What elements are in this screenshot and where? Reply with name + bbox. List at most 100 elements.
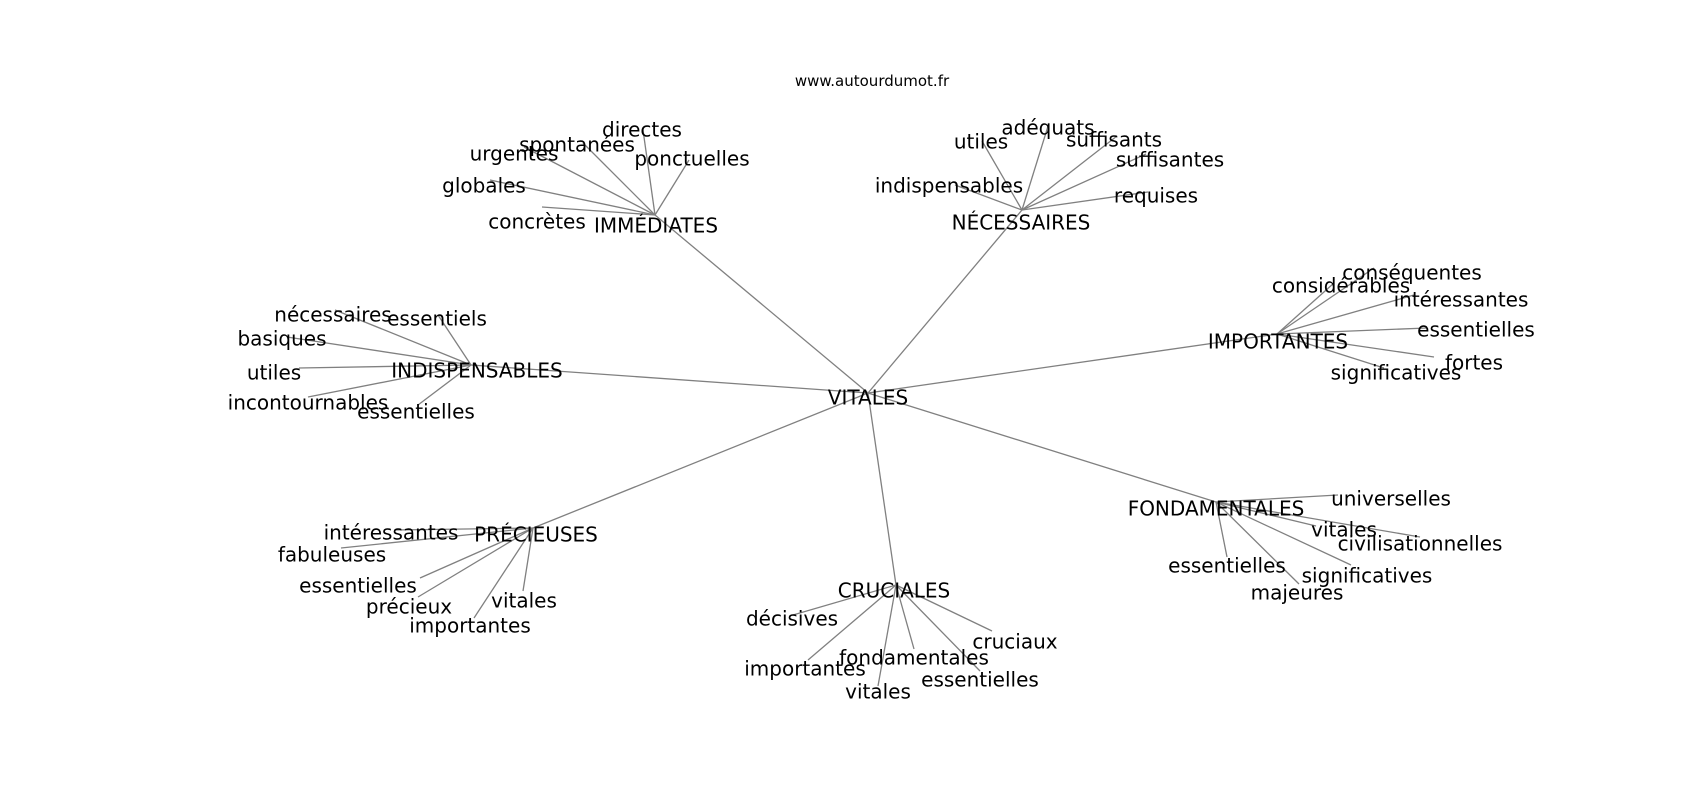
root-edge — [532, 392, 869, 529]
leaf-edge — [1215, 501, 1352, 566]
leaf-node-label: urgentes — [470, 142, 559, 166]
leaf-edge — [895, 584, 981, 672]
leaf-node-label: importantes — [409, 614, 531, 638]
leaf-edge — [1021, 135, 1118, 211]
leaf-node-label: intéressantes — [1394, 288, 1529, 312]
leaf-node-label: conséquentes — [1342, 261, 1482, 285]
group-node-label: NÉCESSAIRES — [952, 211, 1091, 235]
leaf-node-label: vitales — [1311, 518, 1377, 542]
leaf-edge — [877, 584, 897, 687]
leaf-edge — [417, 364, 472, 406]
leaf-node-label: vitales — [845, 680, 911, 704]
leaf-node-label: essentielles — [299, 574, 417, 598]
root-edge — [867, 209, 1023, 394]
leaf-node-label: significatives — [1302, 564, 1433, 588]
edges-layer — [286, 122, 1435, 687]
leaf-node-label: globales — [442, 174, 526, 198]
leaf-edge — [807, 584, 897, 661]
leaf-edge — [1021, 122, 1050, 211]
leaf-node-label: essentielles — [357, 400, 475, 424]
group-node-label: INDISPENSABLES — [391, 359, 562, 383]
leaf-edge — [1276, 267, 1375, 335]
leaf-node-label: importantes — [744, 657, 866, 681]
root-edge — [867, 392, 897, 586]
root-node-label: VITALES — [828, 386, 908, 410]
leaf-node-label: utiles — [247, 361, 301, 385]
leaf-node-label: fondamentales — [839, 646, 989, 670]
labels-layer: VITALES IMMÉDIATES directesspontanéesurgen… — [228, 116, 1535, 704]
group-node-label: IMPORTANTES — [1208, 330, 1348, 354]
leaf-edge — [523, 146, 656, 216]
leaf-edge — [954, 184, 1023, 211]
leaf-node-label: essentiels — [387, 307, 487, 331]
leaf-edge — [334, 309, 472, 366]
leaf-node-label: universelles — [1331, 487, 1451, 511]
leaf-edge — [298, 364, 472, 369]
leaf-node-label: cruciaux — [972, 630, 1057, 654]
leaf-edge — [394, 527, 534, 531]
leaf-node-label: spontanées — [519, 133, 635, 157]
leaf-edge — [1215, 501, 1421, 538]
leaf-node-label: intéressantes — [324, 521, 459, 545]
leaf-node-label: considérables — [1272, 274, 1410, 298]
leaf-node-label: essentielles — [1417, 318, 1535, 342]
leaf-edge — [1215, 501, 1300, 585]
leaf-edge — [437, 314, 472, 366]
root-edge — [654, 214, 869, 394]
leaf-node-label: indispensables — [875, 174, 1023, 198]
leaf-edge — [654, 159, 690, 216]
leaf-node-label: requises — [1114, 184, 1198, 208]
leaf-node-label: décisives — [746, 607, 838, 631]
leaf-edge — [1276, 294, 1415, 335]
leaf-edge — [1276, 327, 1428, 335]
leaf-node-label: concrètes — [488, 210, 586, 234]
leaf-edge — [522, 527, 534, 592]
group-node-label: IMMÉDIATES — [594, 214, 718, 238]
leaf-node-label: incontournables — [228, 391, 389, 415]
leaf-node-label: précieux — [366, 595, 452, 619]
leaf-node-label: fortes — [1445, 351, 1503, 375]
leaf-node-label: suffisants — [1066, 128, 1162, 152]
leaf-edge — [1215, 501, 1317, 527]
leaf-edge — [541, 206, 656, 216]
leaf-edge — [419, 527, 534, 579]
leaf-edge — [1276, 282, 1335, 335]
leaf-node-label: basiques — [237, 327, 326, 351]
leaf-node-label: directes — [602, 118, 682, 142]
leaf-node-label: essentielles — [921, 668, 1039, 692]
root-edge — [470, 364, 869, 394]
leaf-edge — [473, 527, 534, 619]
leaf-edge — [286, 336, 472, 366]
leaf-node-label: majeures — [1251, 581, 1344, 605]
leaf-edge — [792, 584, 897, 616]
leaf-edge — [642, 129, 656, 216]
root-edge — [867, 333, 1278, 394]
leaf-edge — [1276, 333, 1435, 358]
leaf-edge — [1021, 191, 1149, 211]
group-node-label: FONDAMENTALES — [1128, 497, 1305, 521]
leaf-node-label: ponctuelles — [634, 147, 749, 171]
leaf-node-label: essentielles — [1168, 554, 1286, 578]
leaf-edge — [417, 527, 534, 598]
group-node-label: PRÉCIEUSES — [474, 523, 598, 547]
leaf-edge — [1215, 494, 1339, 503]
site-url: www.autourdumot.fr — [795, 72, 950, 90]
leaf-edge — [489, 179, 656, 216]
leaf-node-label: vitales — [491, 589, 557, 613]
leaf-edge — [1021, 153, 1147, 211]
leaf-edge — [582, 142, 656, 216]
leaf-edge — [340, 527, 534, 549]
leaf-edge — [895, 584, 915, 650]
leaf-edge — [1276, 333, 1385, 369]
leaf-node-label: significatives — [1331, 361, 1462, 385]
leaf-edge — [307, 364, 472, 398]
leaf-node-label: civilisationnelles — [1338, 532, 1503, 556]
leaf-node-label: utiles — [954, 130, 1008, 154]
leaf-node-label: nécessaires — [274, 303, 391, 327]
leaf-edge — [895, 584, 993, 632]
leaf-edge — [981, 140, 1023, 211]
leaf-node-label: suffisantes — [1116, 148, 1224, 172]
root-edge — [867, 392, 1217, 503]
leaf-edge — [1215, 501, 1228, 558]
